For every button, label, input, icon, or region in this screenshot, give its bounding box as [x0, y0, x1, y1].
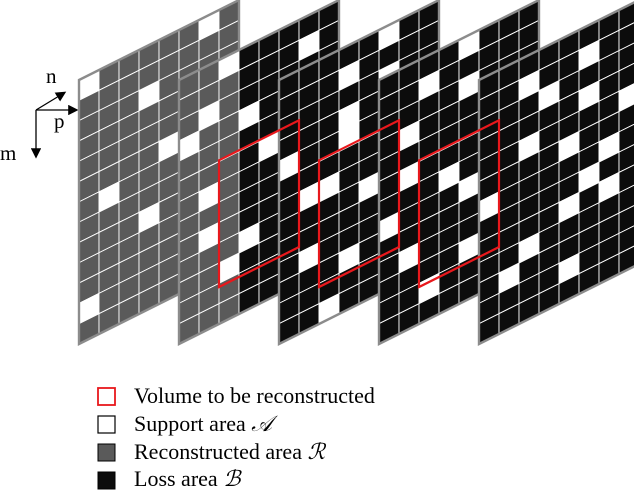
legend: Volume to be reconstructed Support area …	[97, 383, 375, 490]
grid-cell	[618, 144, 634, 174]
slice-stack	[77, 0, 634, 346]
axis-indicator: n p m	[0, 64, 79, 165]
grid-cell	[618, 184, 634, 214]
legend-swatch-volume	[97, 387, 116, 406]
legend-swatch-loss	[97, 471, 116, 490]
grid-cell	[618, 42, 634, 72]
grid-cell	[618, 164, 634, 194]
volume-outline-slice-3	[317, 118, 401, 289]
legend-label-support: Support area 𝒜	[134, 411, 278, 436]
n-axis-arrow	[35, 91, 67, 111]
legend-item-volume: Volume to be reconstructed	[97, 383, 375, 408]
legend-label-reconstructed: Reconstructed area ℛ	[134, 439, 326, 464]
legend-swatch-reconstructed	[97, 443, 116, 462]
grid-cell	[618, 103, 634, 133]
legend-swatch-support	[97, 415, 116, 434]
grid-cell	[618, 62, 634, 92]
grid-cell	[618, 83, 634, 113]
volume-to-reconstruct-outline	[217, 118, 501, 289]
volume-outline-slice-2	[217, 118, 301, 289]
n-axis-label: n	[46, 64, 57, 88]
m-axis-label: m	[0, 141, 16, 165]
volume-outline-slice-4	[417, 118, 501, 289]
slice-5	[477, 1, 634, 346]
legend-label-loss: Loss area ℬ	[134, 466, 242, 490]
legend-item-support: Support area 𝒜	[97, 411, 278, 436]
grid-cell	[618, 205, 634, 235]
legend-item-loss: Loss area ℬ	[97, 466, 242, 490]
p-axis-label: p	[54, 109, 65, 133]
legend-item-reconstructed: Reconstructed area ℛ	[97, 439, 326, 464]
grid-cell	[618, 123, 634, 153]
grid-cell	[618, 225, 634, 255]
grid-cell	[618, 22, 634, 52]
legend-label-volume: Volume to be reconstructed	[134, 383, 375, 408]
